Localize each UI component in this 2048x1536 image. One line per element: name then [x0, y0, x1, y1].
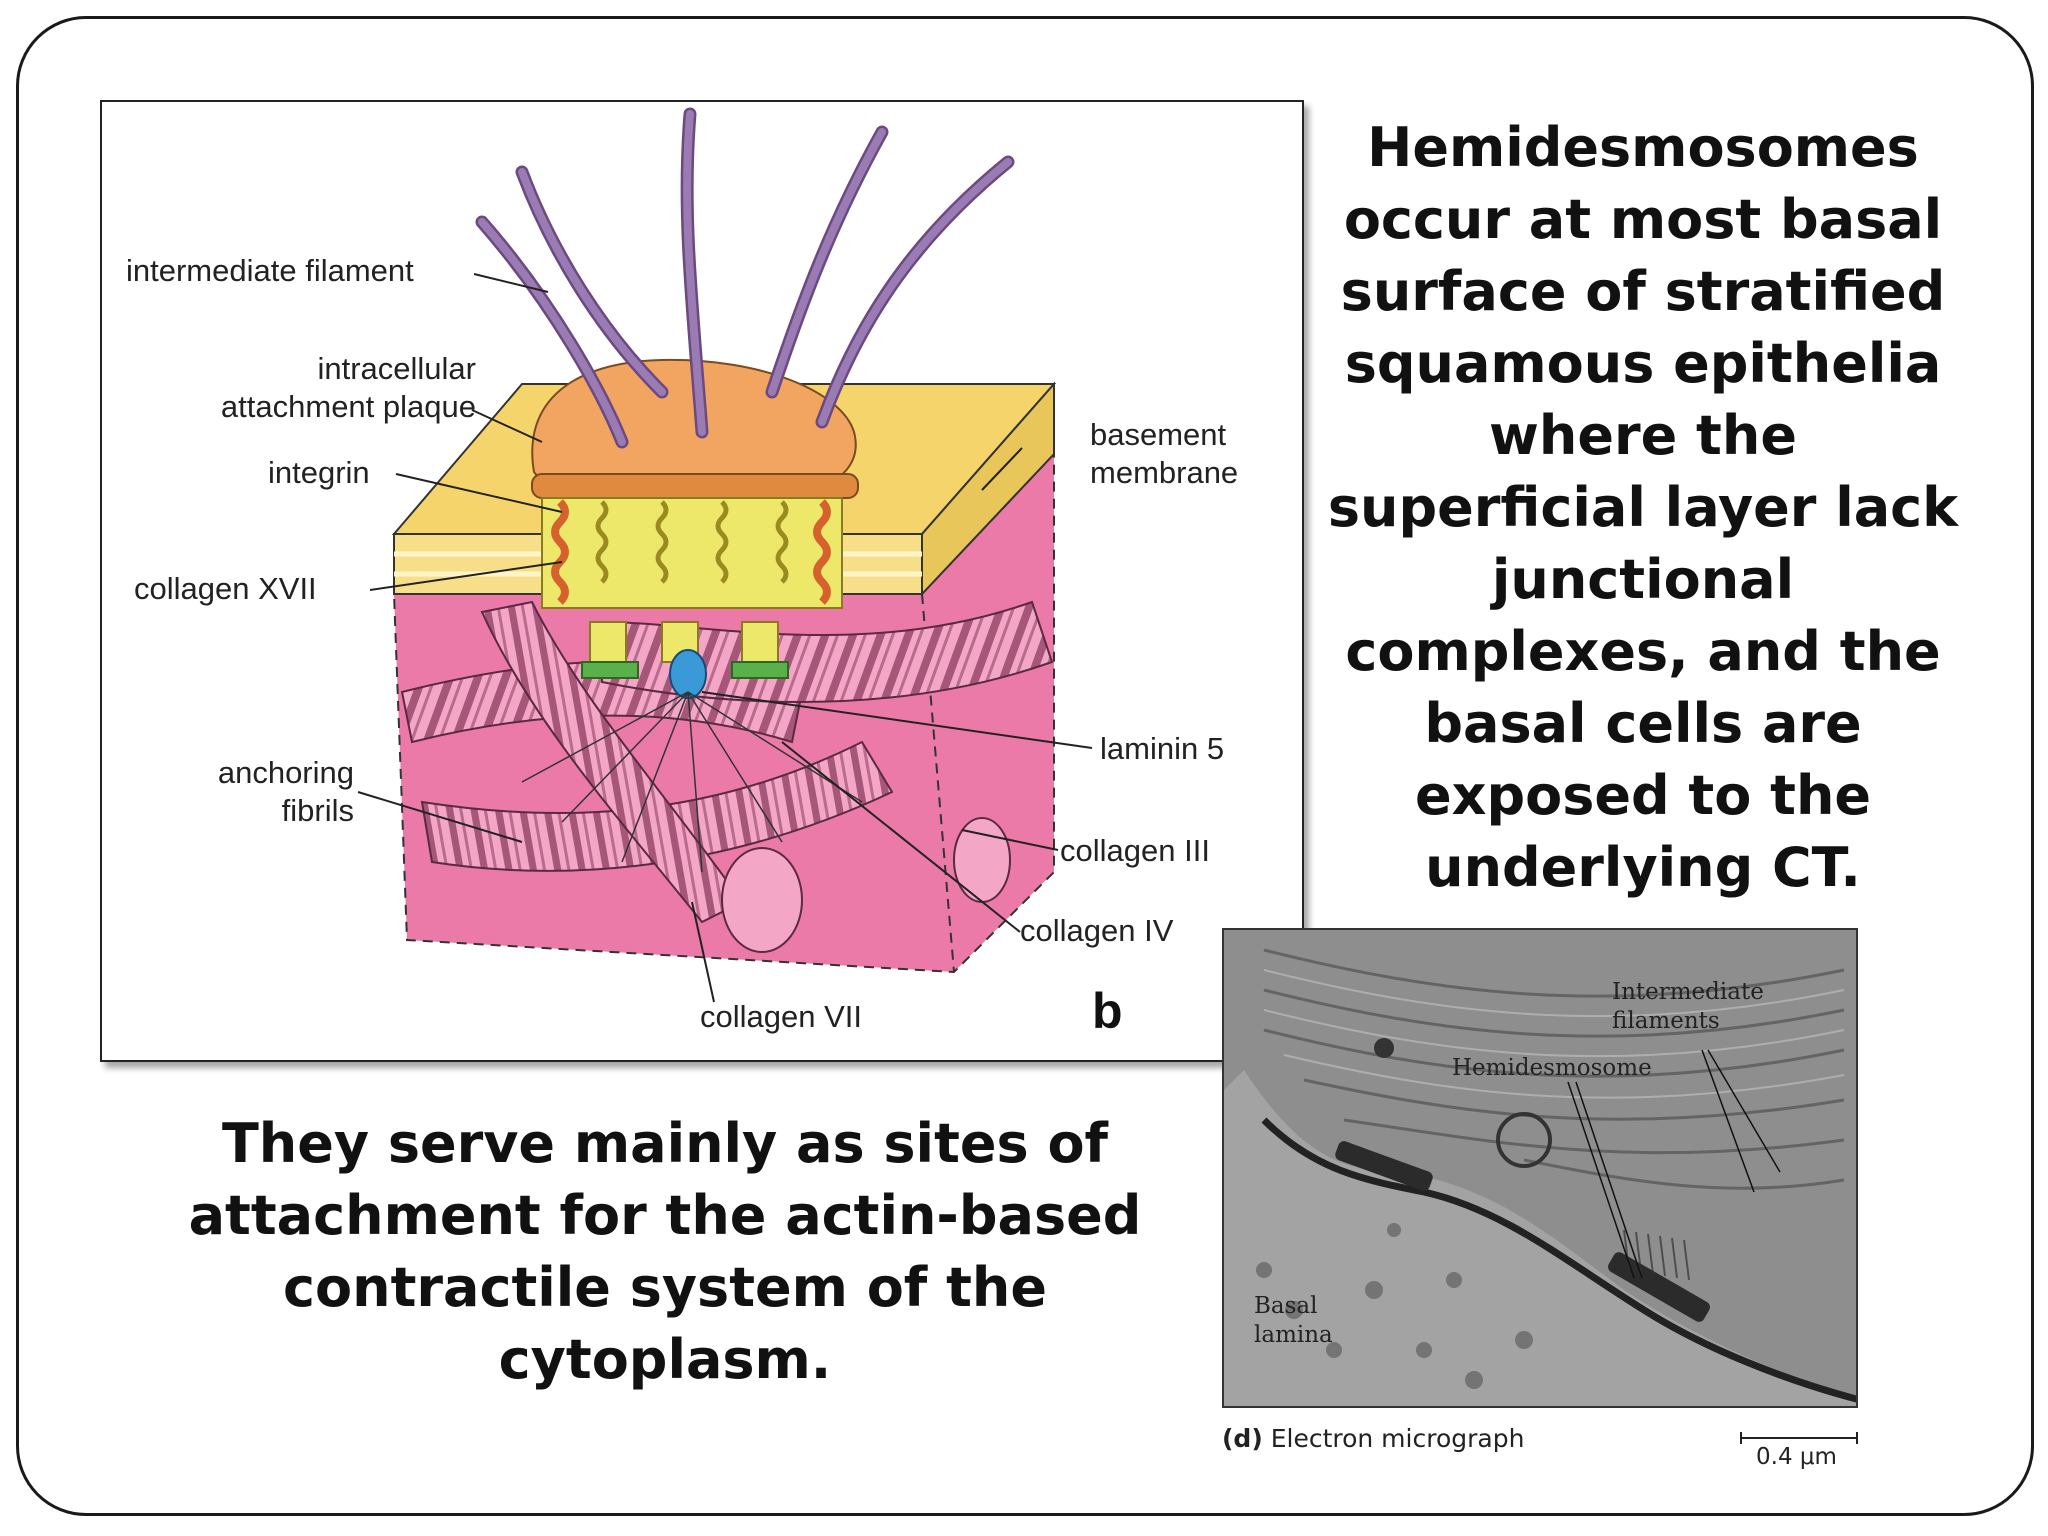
- hemidesmosome-illustration: [357, 107, 1093, 1003]
- label-anchoring-fibrils-line2: fibrils: [281, 793, 354, 828]
- collagen-fibers: [400, 600, 1054, 953]
- micrograph-label-hemidesmosome: Hemidesmosome: [1452, 1055, 1652, 1081]
- description-line: complexes, and the: [1345, 620, 1941, 683]
- label-collagen-iv: collagen IV: [1020, 913, 1174, 948]
- caption-letter: (d): [1222, 1424, 1263, 1453]
- micrograph-label-basal-line1: Basal: [1254, 1293, 1318, 1319]
- micrograph-label-basal-line2: lamina: [1254, 1322, 1333, 1348]
- description-line: underlying CT.: [1425, 836, 1861, 899]
- electron-micrograph: Intermediate filaments Hemidesmosome Bas…: [1222, 928, 1858, 1408]
- panel-letter-b: b: [1092, 983, 1123, 1039]
- label-anchoring-fibrils-line1: anchoring: [217, 755, 354, 790]
- description-line: exposed to the: [1414, 764, 1872, 827]
- scale-bar-label: 0.4 μm: [1756, 1444, 1837, 1470]
- description-line: occur at most basal: [1343, 188, 1943, 251]
- label-attachment-plaque-line2: attachment plaque: [220, 389, 476, 424]
- function-description: They serve mainly as sites of attachment…: [140, 1108, 1190, 1396]
- micrograph-caption: (d) Electron micrograph: [1222, 1424, 1524, 1453]
- integrin-complex: [541, 497, 843, 663]
- caption-text: Electron micrograph: [1262, 1424, 1525, 1453]
- description-line: surface of stratified: [1340, 260, 1946, 323]
- label-intermediate-filament: intermediate filament: [126, 253, 414, 288]
- micrograph-image: [1224, 930, 1856, 1406]
- function-line: contractile system of the: [283, 1256, 1047, 1319]
- description-line: basal cells are: [1424, 692, 1862, 755]
- description-line: where the: [1489, 404, 1797, 467]
- label-anchoring-fibrils: anchoring fibrils: [142, 754, 354, 830]
- label-attachment-plaque-line1: intracellular: [317, 351, 476, 386]
- function-line: cytoplasm.: [498, 1328, 832, 1391]
- function-line: They serve mainly as sites of: [221, 1112, 1109, 1175]
- hemidesmosome-description: Hemidesmosomes occur at most basal surfa…: [1318, 112, 1968, 904]
- label-laminin-5: laminin 5: [1100, 731, 1225, 766]
- micrograph-label-basal-lamina: Basal lamina: [1254, 1292, 1333, 1350]
- description-line: Hemidesmosomes: [1367, 116, 1919, 179]
- hemidesmosome-diagram: intermediate filament intracellular atta…: [100, 100, 1304, 1062]
- label-attachment-plaque: intracellular attachment plaque: [142, 350, 476, 426]
- laminin-5: [581, 649, 789, 699]
- label-basement-membrane: basement membrane: [1090, 416, 1238, 492]
- micrograph-label-intermediate-line1: Intermediate: [1612, 979, 1764, 1005]
- anchoring-fibril-rays: [521, 691, 863, 873]
- scale-bar: [1740, 1432, 1858, 1444]
- label-leader-lines: [357, 273, 1093, 1003]
- description-line: superficial layer lack: [1327, 476, 1959, 539]
- label-collagen-iii: collagen III: [1060, 833, 1210, 868]
- micrograph-label-intermediate-filaments: Intermediate filaments: [1612, 978, 1764, 1036]
- function-line: attachment for the actin-based: [188, 1184, 1142, 1247]
- label-collagen-vii: collagen VII: [700, 999, 862, 1034]
- label-basement-membrane-line1: basement: [1090, 417, 1227, 452]
- label-basement-membrane-line2: membrane: [1090, 455, 1239, 490]
- micrograph-label-intermediate-line2: filaments: [1612, 1008, 1720, 1034]
- description-line: junctional: [1491, 548, 1795, 611]
- label-integrin: integrin: [268, 455, 370, 490]
- description-line: squamous epithelia: [1344, 332, 1942, 395]
- label-collagen-xvii: collagen XVII: [134, 571, 317, 606]
